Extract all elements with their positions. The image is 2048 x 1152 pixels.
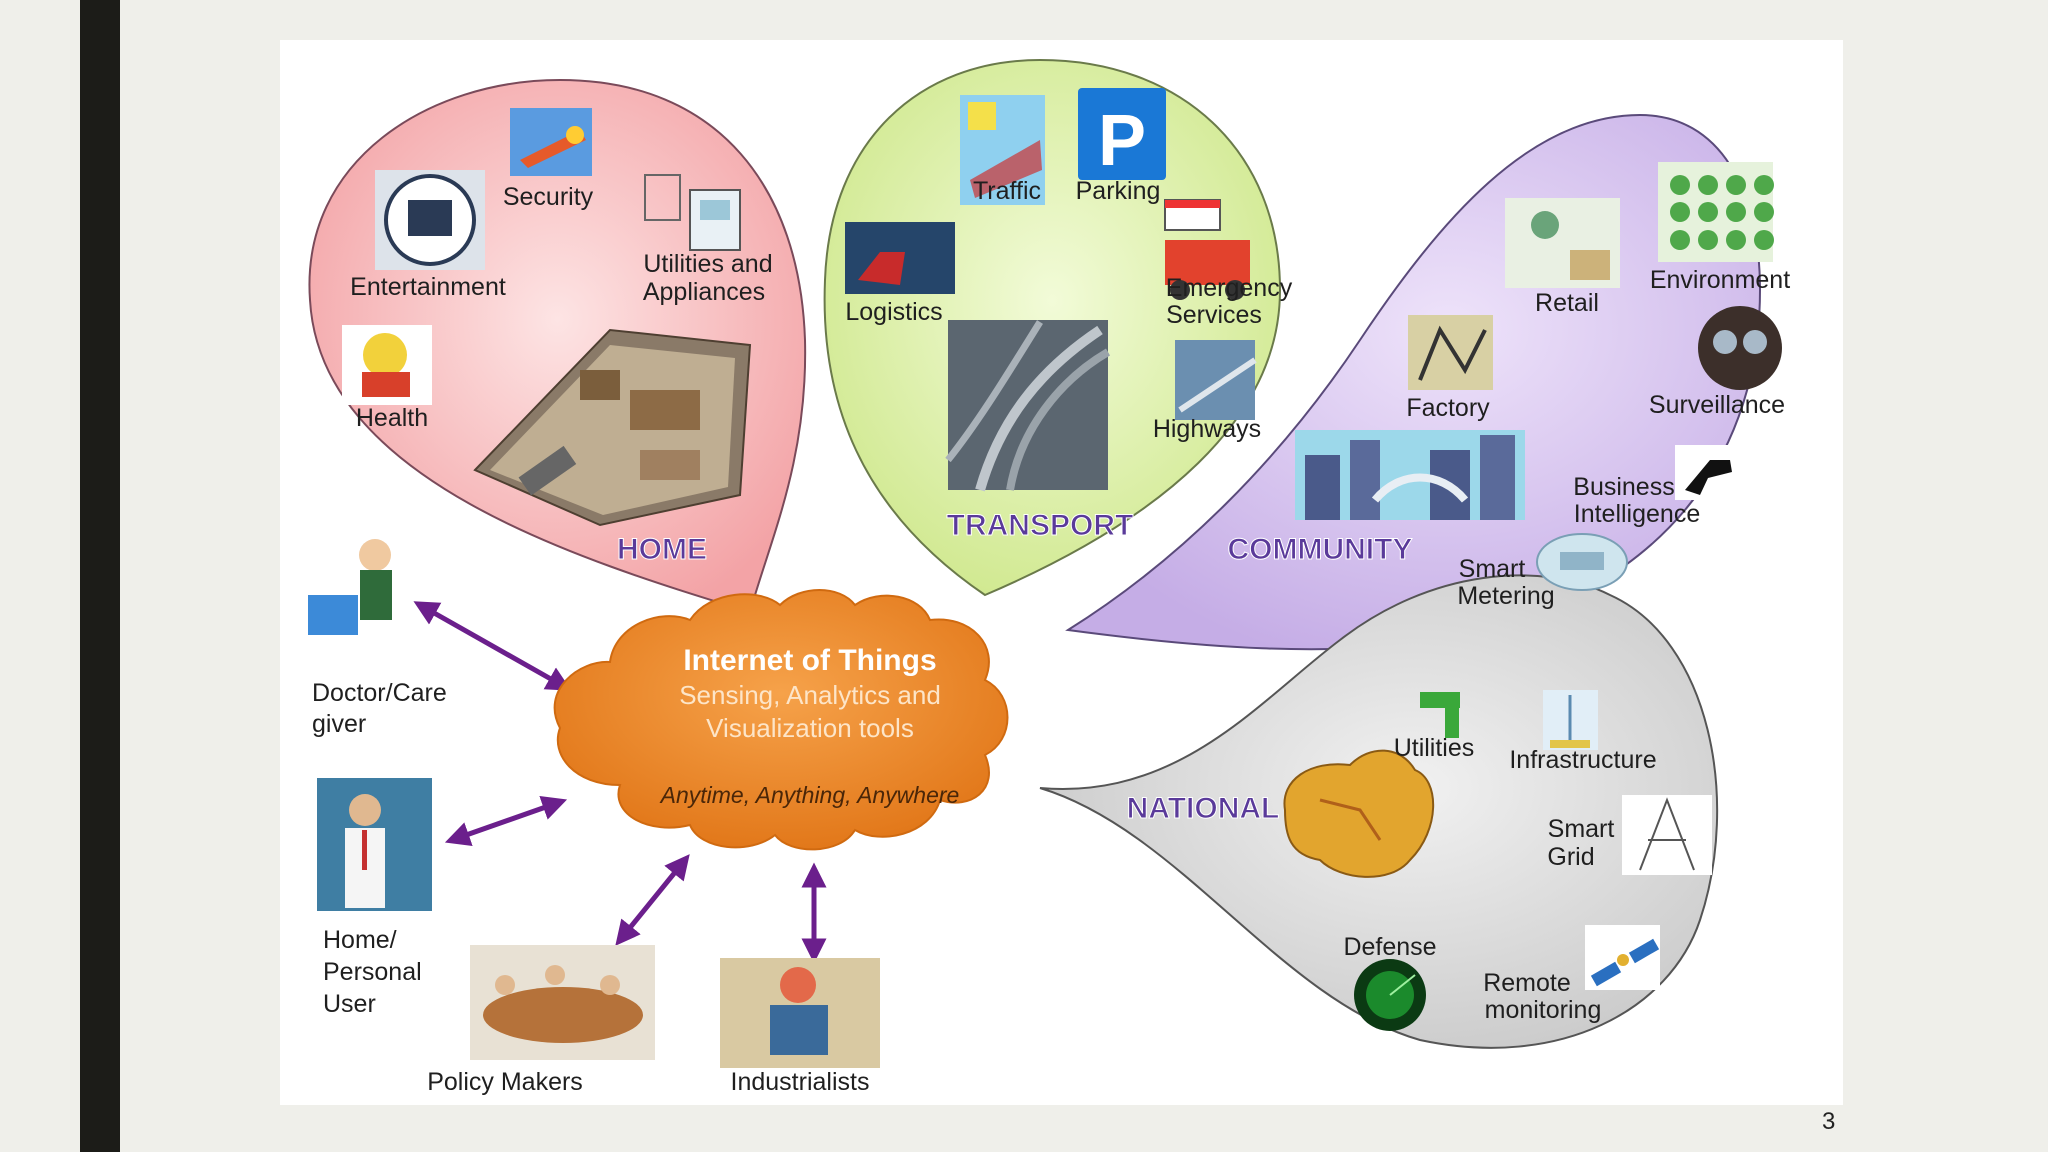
label-logistics: Logistics [845, 298, 942, 326]
label-policy-makers: Policy Makers [427, 1068, 583, 1096]
arrow-policy [615, 854, 690, 946]
label-infrastructure: Infrastructure [1509, 746, 1656, 774]
arrow-doctor [413, 601, 572, 691]
policy-makers-icon [470, 945, 655, 1060]
label-factory: Factory [1406, 394, 1490, 422]
utilities-appliances-icon [644, 174, 741, 251]
heading-community: COMMUNITY [1228, 533, 1413, 566]
heading-home: HOME [617, 533, 707, 566]
label-utilities-1: Utilities and [643, 250, 772, 278]
label-environment: Environment [1650, 266, 1790, 294]
label-surveillance: Surveillance [1649, 391, 1785, 419]
highways-icon [1175, 340, 1257, 420]
label-remote-2: monitoring [1485, 996, 1602, 1024]
community-city-icon [1295, 430, 1525, 520]
entertainment-icon [375, 170, 485, 270]
label-metering-1: Smart [1459, 555, 1526, 583]
house-floorplan-image [473, 328, 752, 527]
iot-diagram: Internet of Things Sensing, Analytics an… [308, 58, 1790, 1096]
smart-grid-icon [1622, 795, 1712, 875]
defense-radar-icon [1354, 959, 1426, 1031]
label-bi-1: Business [1573, 473, 1674, 501]
heading-national: NATIONAL [1127, 792, 1280, 825]
label-defense: Defense [1343, 933, 1436, 961]
slide-left-bar [80, 0, 120, 1152]
label-home-user-3: User [323, 990, 376, 1018]
health-icon [342, 325, 432, 405]
label-utilities-2: Appliances [643, 278, 765, 306]
iot-diagram-panel: Internet of Things Sensing, Analytics an… [280, 40, 1843, 1105]
security-icon [510, 108, 592, 176]
infrastructure-icon [1543, 690, 1598, 750]
utilities-tap-icon [1420, 692, 1460, 738]
label-parking: Parking [1076, 177, 1161, 205]
doctor-icon [308, 539, 392, 635]
label-doctor-1: Doctor/Care [312, 679, 447, 707]
emergency-services-icon [1164, 199, 1250, 300]
iot-cloud: Internet of Things Sensing, Analytics an… [553, 589, 1009, 851]
smart-metering-icon [1536, 533, 1628, 591]
label-highways: Highways [1153, 415, 1261, 443]
traffic-icon [960, 95, 1045, 205]
label-home-user-2: Personal [323, 958, 422, 986]
home-user-photo [317, 778, 432, 911]
label-emergency-2: Services [1166, 301, 1262, 329]
parking-icon: P [1078, 88, 1166, 181]
cloud-tagline: Anytime, Anything, Anywhere [659, 782, 960, 808]
highways-image [945, 320, 1111, 492]
label-metering-2: Metering [1457, 582, 1554, 610]
label-doctor-2: giver [312, 710, 366, 738]
factory-icon [1408, 315, 1493, 390]
label-bi-2: Intelligence [1574, 500, 1700, 528]
label-retail: Retail [1535, 289, 1599, 317]
label-grid-2: Grid [1547, 843, 1594, 871]
label-security: Security [503, 183, 594, 211]
svg-text:P: P [1098, 101, 1146, 181]
cloud-subtitle-2: Visualization tools [706, 713, 914, 743]
label-remote-1: Remote [1483, 969, 1571, 997]
cloud-title: Internet of Things [683, 644, 936, 677]
australia-map-icon [1283, 749, 1435, 878]
label-industrialists: Industrialists [731, 1068, 870, 1096]
heading-transport: TRANSPORT [947, 509, 1134, 542]
logistics-icon [845, 222, 955, 294]
label-home-user-1: Home/ [323, 926, 397, 954]
environment-icon [1658, 162, 1774, 262]
remote-monitoring-satellite-icon [1585, 925, 1660, 990]
slide-number: 3 [1822, 1108, 1836, 1135]
label-health: Health [356, 404, 428, 432]
label-emergency-1: Emergency [1166, 274, 1293, 302]
retail-icon [1505, 198, 1620, 288]
business-intelligence-icon [1675, 445, 1740, 500]
label-grid-1: Smart [1548, 815, 1615, 843]
label-national-utilities: Utilities [1394, 734, 1475, 762]
industrialists-icon [720, 958, 880, 1068]
arrow-home-user [444, 796, 568, 846]
label-traffic: Traffic [973, 177, 1041, 205]
label-entertainment: Entertainment [350, 273, 506, 301]
cloud-subtitle-1: Sensing, Analytics and [679, 680, 941, 710]
surveillance-icon [1698, 306, 1782, 390]
